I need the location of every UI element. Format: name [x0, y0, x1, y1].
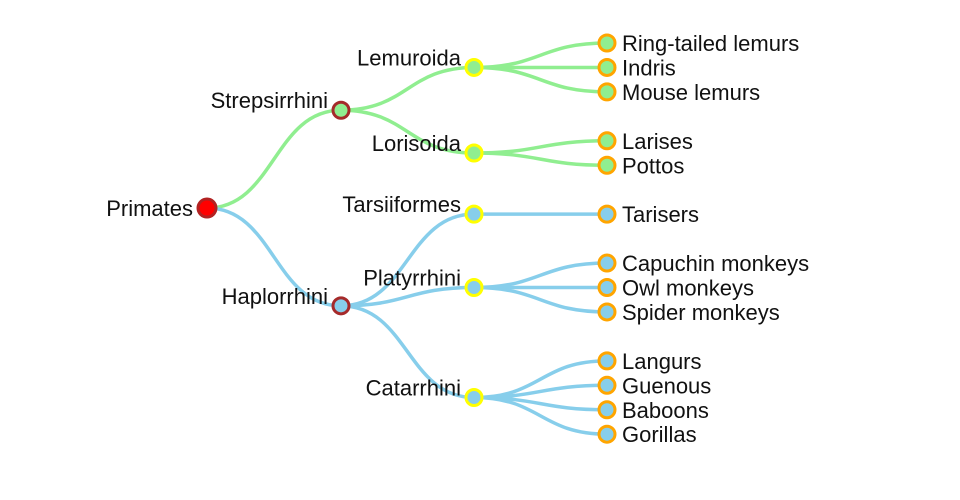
- node-label: Ring-tailed lemurs: [622, 31, 799, 56]
- node-label: Pottos: [622, 153, 684, 178]
- node-label: Larises: [622, 129, 693, 154]
- link-primates-to-strepsirrhini: [205, 108, 343, 210]
- link-lorisoida-to-larises: [472, 139, 609, 155]
- node-label: Owl monkeys: [622, 276, 754, 301]
- node-baboons[interactable]: Baboons: [597, 398, 709, 423]
- link-haplorrhini-to-catarrhini: [339, 304, 476, 400]
- node-marker[interactable]: [597, 351, 617, 371]
- node-marker[interactable]: [597, 424, 617, 444]
- node-label: Mouse lemurs: [622, 80, 760, 105]
- node-label: Tarsiiformes: [342, 192, 461, 217]
- node-marker[interactable]: [597, 82, 617, 102]
- link-lemuroida-to-ring-tailed-lemurs: [472, 41, 609, 70]
- node-marker[interactable]: [464, 278, 484, 297]
- node-catarrhini[interactable]: Catarrhini: [366, 376, 484, 408]
- node-marker[interactable]: [597, 57, 617, 77]
- node-capuchin-monkeys[interactable]: Capuchin monkeys: [597, 251, 809, 276]
- link-haplorrhini-to-platyrrhini: [339, 285, 476, 308]
- node-marker[interactable]: [331, 296, 351, 316]
- node-marker[interactable]: [597, 253, 617, 273]
- node-label: Indris: [622, 55, 676, 80]
- link-catarrhini-to-guenous: [472, 383, 609, 400]
- node-marker[interactable]: [464, 388, 484, 408]
- node-gorillas[interactable]: Gorillas: [597, 422, 697, 447]
- node-label: Strepsirrhini: [211, 88, 328, 113]
- node-label: Haplorrhini: [222, 284, 328, 309]
- node-marker[interactable]: [597, 375, 617, 395]
- node-lemuroida[interactable]: Lemuroida: [357, 45, 484, 77]
- node-ring-tailed-lemurs[interactable]: Ring-tailed lemurs: [597, 31, 799, 56]
- node-marker[interactable]: [597, 155, 617, 175]
- node-label: Platyrrhini: [363, 266, 461, 291]
- node-lorisoida[interactable]: Lorisoida: [372, 131, 484, 163]
- node-spider-monkeys[interactable]: Spider monkeys: [597, 300, 780, 325]
- link-platyrrhini-to-capuchin-monkeys: [472, 261, 609, 290]
- tree-links: [205, 41, 609, 436]
- link-strepsirrhini-to-lorisoida: [339, 108, 476, 155]
- node-indris[interactable]: Indris: [597, 55, 676, 80]
- link-platyrrhini-to-spider-monkeys: [472, 285, 609, 314]
- node-marker[interactable]: [464, 57, 484, 77]
- node-tarsiiformes[interactable]: Tarsiiformes: [342, 192, 484, 224]
- link-primates-to-haplorrhini: [205, 206, 343, 308]
- link-lemuroida-to-mouse-lemurs: [472, 65, 609, 94]
- node-owl-monkeys[interactable]: Owl monkeys: [597, 276, 754, 301]
- node-label: Capuchin monkeys: [622, 251, 809, 276]
- node-primates[interactable]: Primates: [106, 196, 218, 221]
- node-marker[interactable]: [597, 204, 617, 224]
- node-label: Tarisers: [622, 202, 699, 227]
- node-label: Spider monkeys: [622, 300, 780, 325]
- node-marker[interactable]: [331, 100, 351, 120]
- link-catarrhini-to-gorillas: [472, 395, 609, 436]
- node-pottos[interactable]: Pottos: [597, 153, 684, 178]
- link-lorisoida-to-pottos: [472, 151, 609, 167]
- node-marker[interactable]: [597, 131, 617, 151]
- node-marker[interactable]: [597, 278, 617, 297]
- node-label: Guenous: [622, 373, 711, 398]
- node-label: Lemuroida: [357, 45, 462, 70]
- node-marker[interactable]: [196, 197, 218, 219]
- node-marker[interactable]: [597, 400, 617, 420]
- node-label: Catarrhini: [366, 376, 461, 401]
- node-marker[interactable]: [464, 143, 484, 163]
- node-mouse-lemurs[interactable]: Mouse lemurs: [597, 80, 760, 105]
- node-langurs[interactable]: Langurs: [597, 349, 702, 374]
- node-label: Lorisoida: [372, 131, 462, 156]
- node-platyrrhini[interactable]: Platyrrhini: [363, 266, 484, 297]
- node-strepsirrhini[interactable]: Strepsirrhini: [211, 88, 351, 120]
- link-haplorrhini-to-tarsiiformes: [339, 212, 476, 308]
- node-label: Langurs: [622, 349, 702, 374]
- node-guenous[interactable]: Guenous: [597, 373, 711, 398]
- link-strepsirrhini-to-lemuroida: [339, 65, 476, 112]
- node-haplorrhini[interactable]: Haplorrhini: [222, 284, 351, 316]
- node-label: Gorillas: [622, 422, 697, 447]
- node-label: Primates: [106, 196, 193, 221]
- node-marker[interactable]: [597, 302, 617, 322]
- node-tarisers[interactable]: Tarisers: [597, 202, 699, 227]
- node-marker[interactable]: [464, 204, 484, 224]
- node-larises[interactable]: Larises: [597, 129, 693, 154]
- node-label: Baboons: [622, 398, 709, 423]
- node-marker[interactable]: [597, 33, 617, 53]
